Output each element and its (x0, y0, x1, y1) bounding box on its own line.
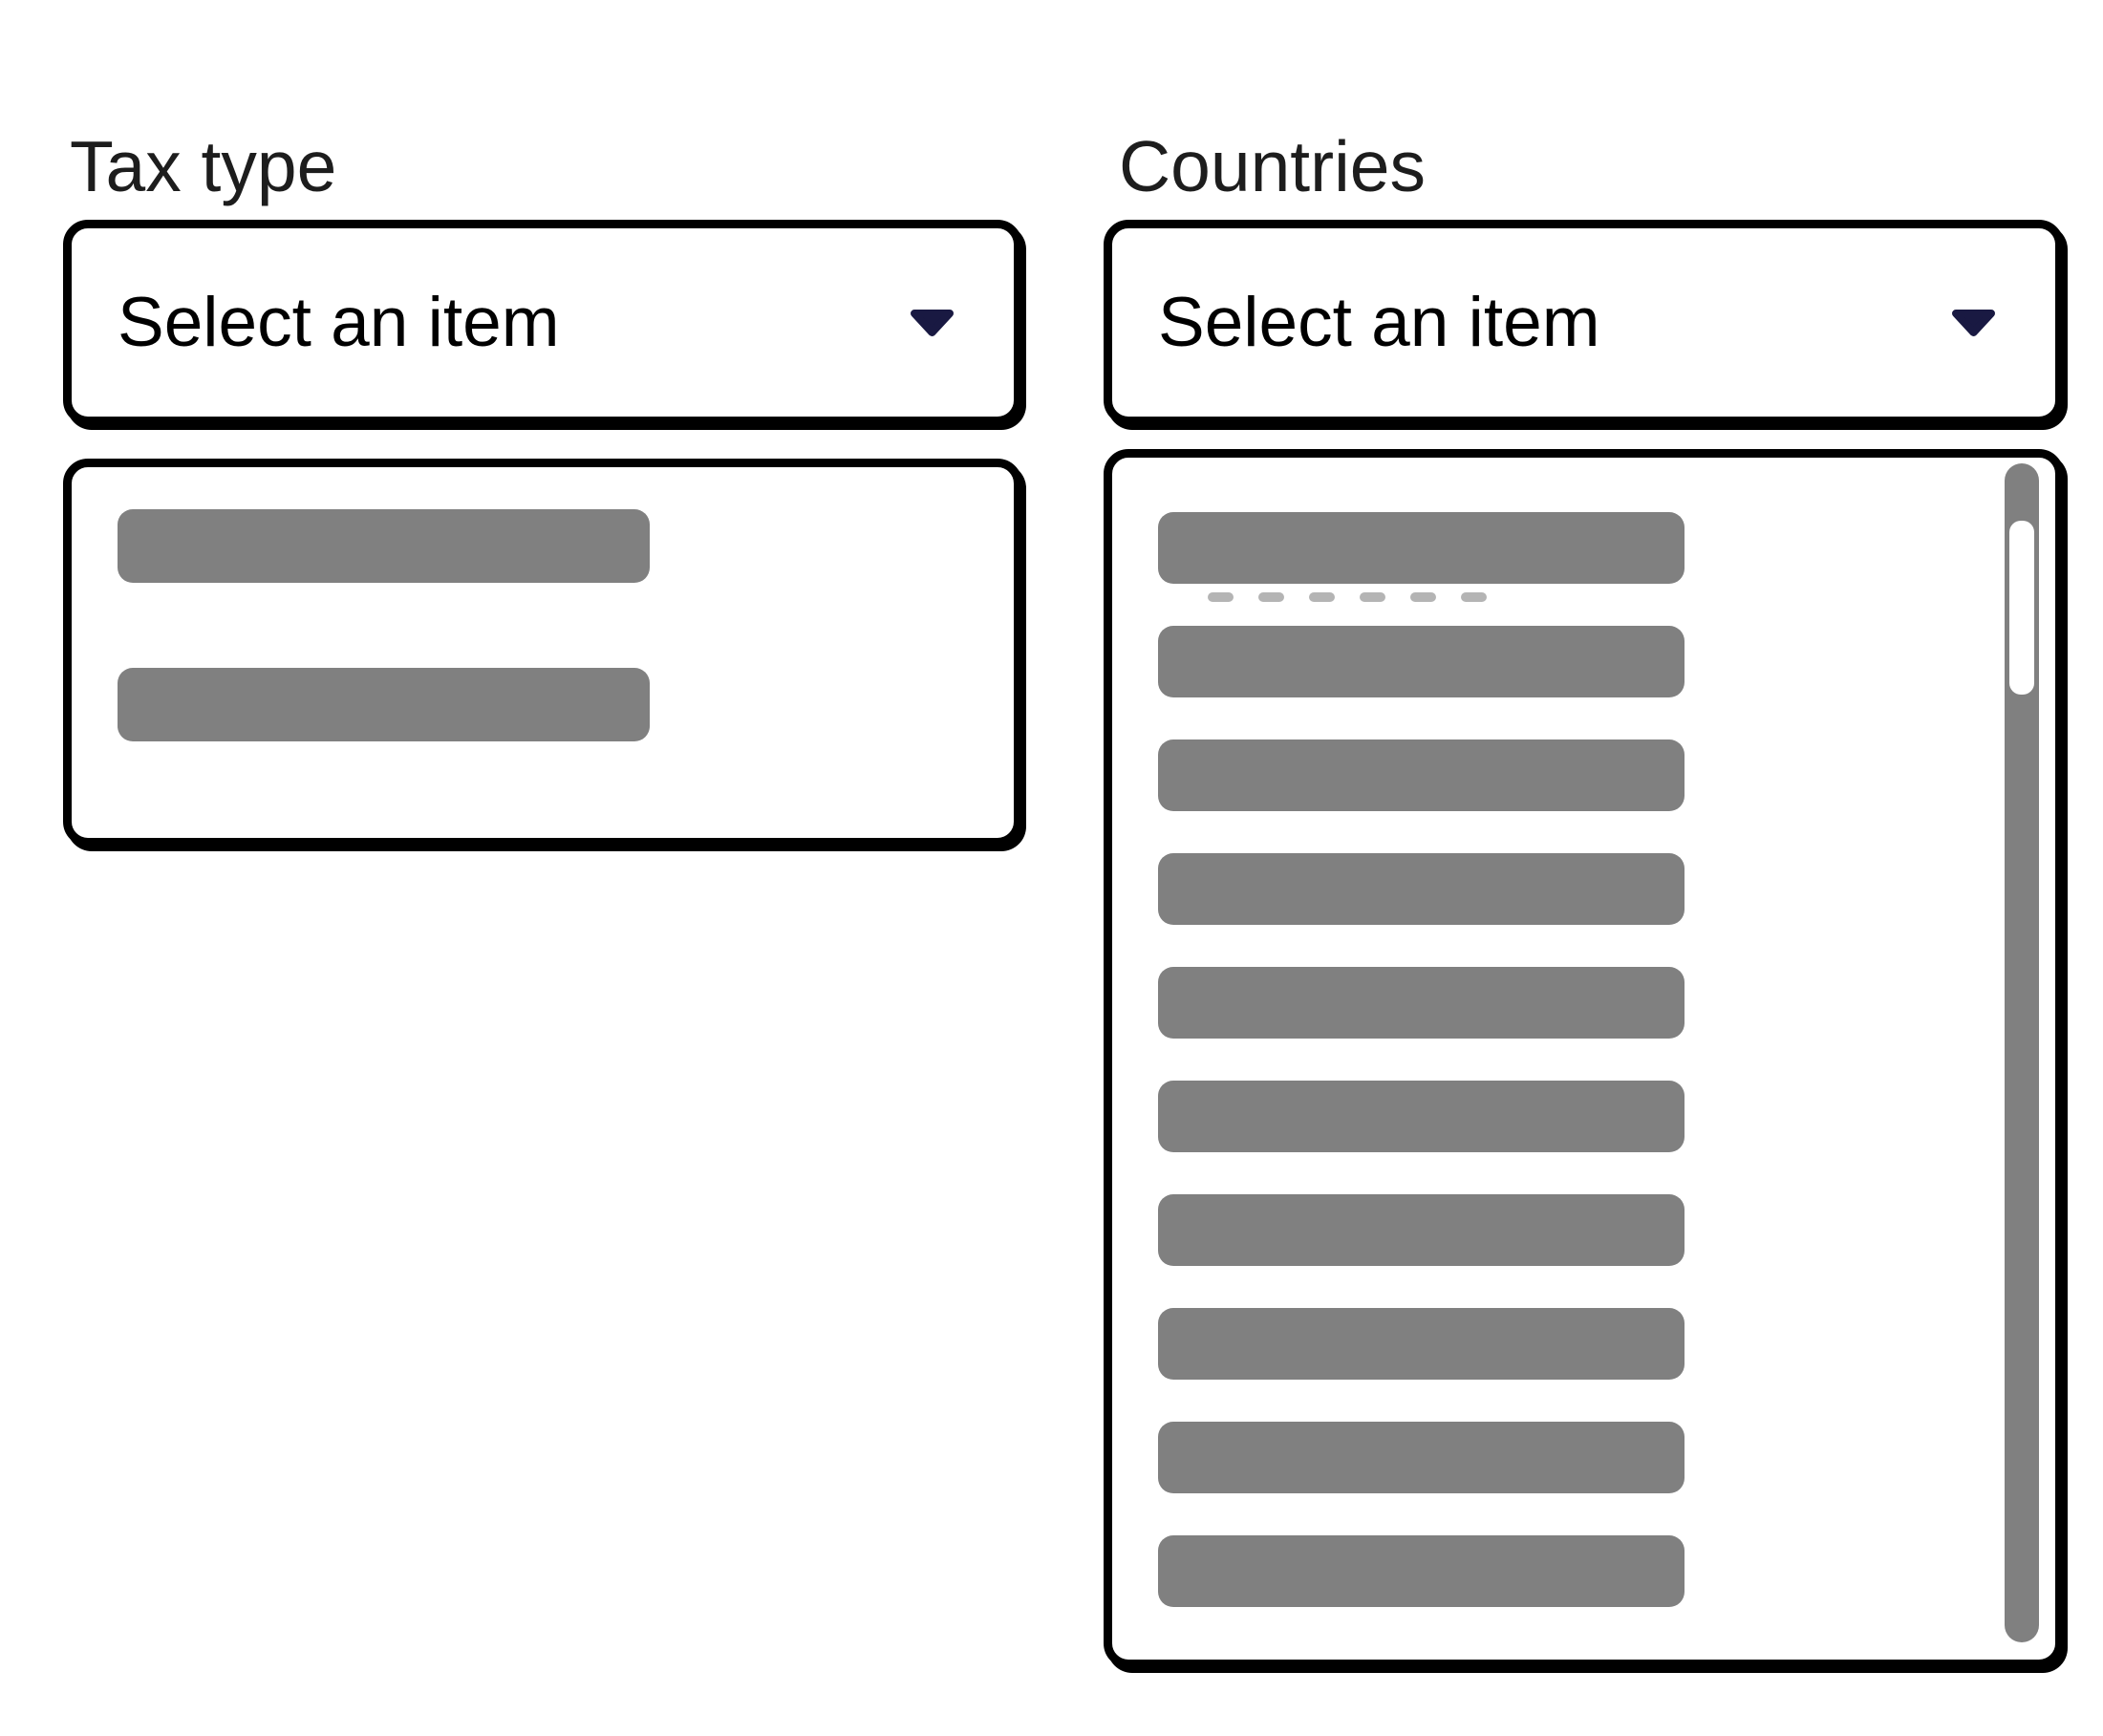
skeleton-option-bar (1158, 1194, 1685, 1266)
scrollbar-track[interactable] (2005, 463, 2039, 1642)
countries-listbox[interactable] (1104, 449, 2064, 1668)
skeleton-option-bar (1158, 1535, 1685, 1607)
ghost-text-bump (1461, 592, 1487, 602)
tax-type-listbox[interactable] (63, 459, 1022, 847)
skeleton-option-bar (118, 668, 650, 741)
countries-label: Countries (1119, 126, 1426, 206)
tax-type-select-value: Select an item (118, 284, 560, 361)
ghost-text-bump (1208, 592, 1234, 602)
ghost-text-bump (1360, 592, 1385, 602)
skeleton-option-bar (1158, 1081, 1685, 1152)
skeleton-option-bar (1158, 512, 1685, 584)
ghost-text-bump (1258, 592, 1284, 602)
ghost-text-bump (1309, 592, 1335, 602)
ghost-text-artifact (1208, 592, 1487, 602)
tax-type-select[interactable]: Select an item (63, 220, 1022, 425)
ghost-text-bump (1410, 592, 1436, 602)
chevron-down-icon (911, 309, 954, 336)
skeleton-option-bar (1158, 1422, 1685, 1493)
skeleton-option-bar (1158, 1308, 1685, 1380)
skeleton-option-bar (1158, 967, 1685, 1039)
scrollbar-thumb[interactable] (2009, 521, 2034, 695)
skeleton-option-bar (118, 509, 650, 583)
skeleton-option-bar (1158, 626, 1685, 697)
countries-select[interactable]: Select an item (1104, 220, 2064, 425)
countries-select-value: Select an item (1158, 284, 1600, 361)
skeleton-option-bar (1158, 853, 1685, 925)
tax-type-label: Tax type (70, 126, 337, 206)
skeleton-option-bar (1158, 739, 1685, 811)
chevron-down-icon (1952, 309, 1995, 336)
